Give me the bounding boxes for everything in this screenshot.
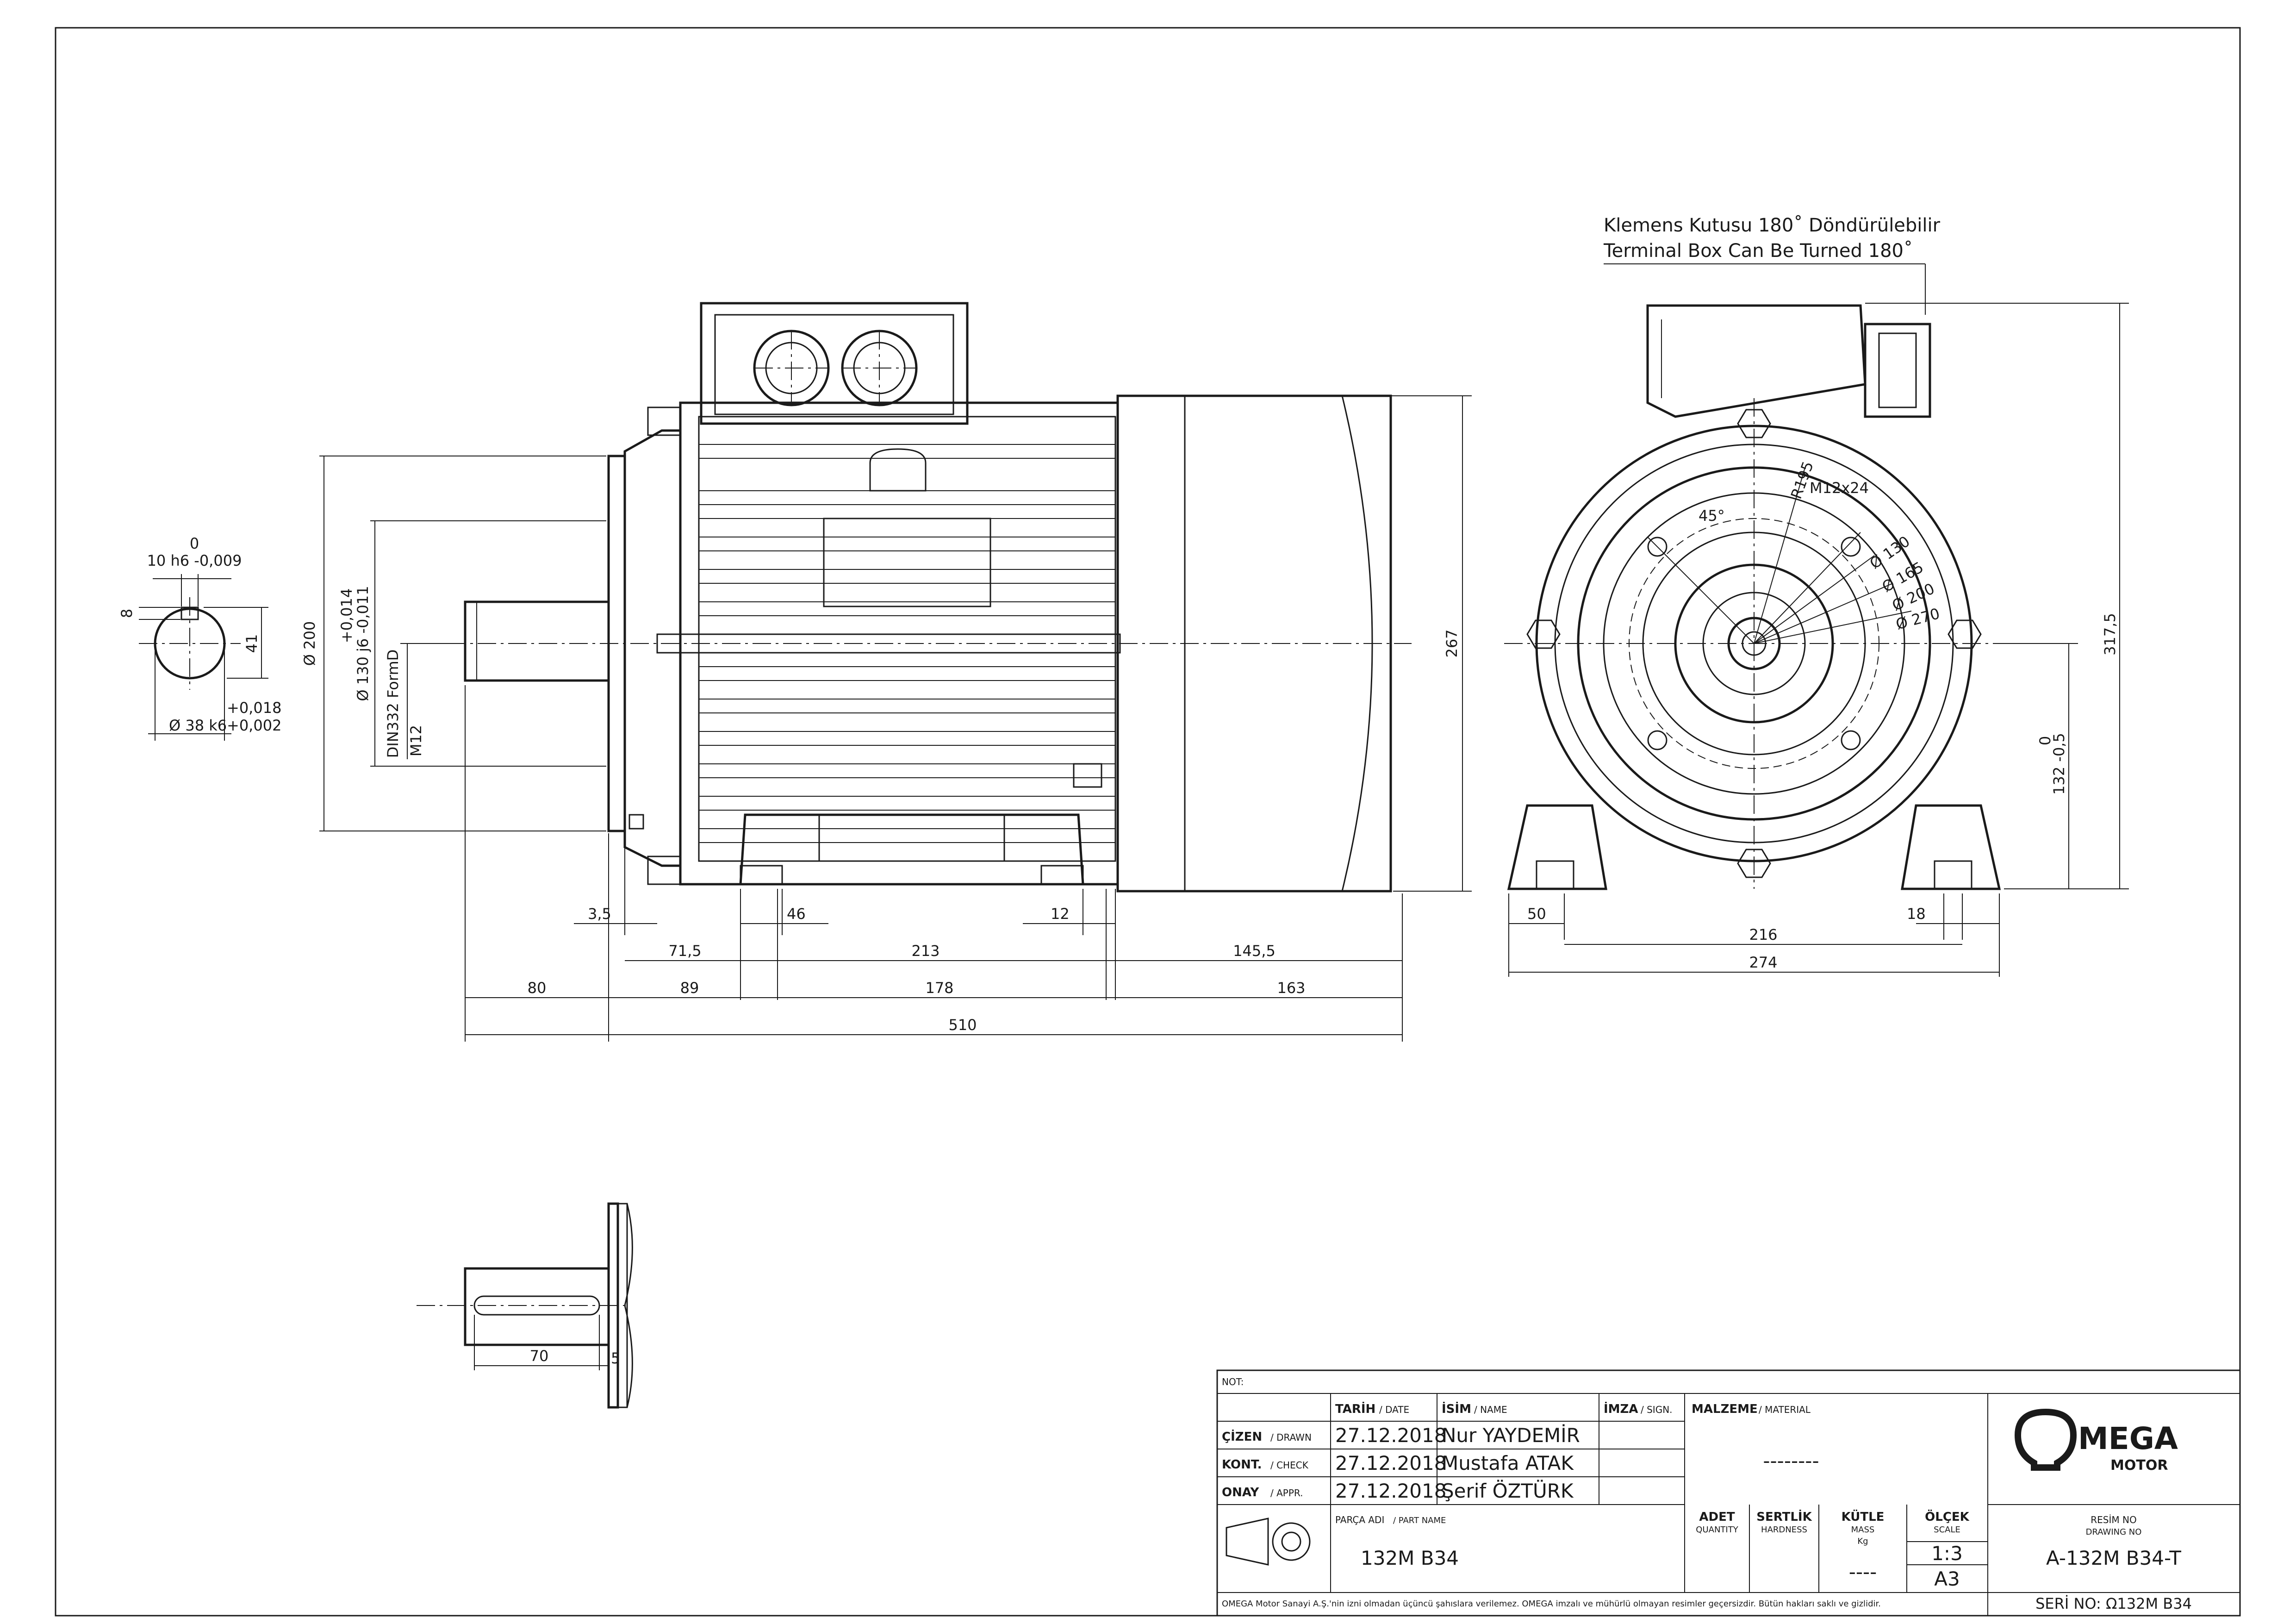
tb-kutle: KÜTLE: [1842, 1509, 1885, 1524]
tb-date-label: / DATE: [1379, 1404, 1409, 1415]
dim-key-tol: 0: [190, 535, 199, 552]
dim-spigot-tol: +0,014: [338, 588, 355, 643]
tb-seri-no: SERİ NO: Ω132M B34: [2035, 1595, 2192, 1612]
dim-510: 510: [948, 1016, 977, 1034]
tb-part-name-label: / PART NAME: [1393, 1516, 1446, 1525]
dim-din: DIN332 FormD: [384, 650, 402, 758]
tb-scale: SCALE: [1934, 1525, 1960, 1535]
shaft-section-view: 0 10 h6 -0,009 8 41 +0,018 Ø 38 k6 +0,00…: [118, 535, 281, 741]
tb-quantity: QUANTITY: [1696, 1525, 1738, 1535]
omega-logo: MEGA MOTOR: [2014, 1408, 2178, 1474]
dim-89: 89: [680, 979, 699, 997]
dim-50: 50: [1527, 905, 1546, 923]
tb-drawing-no: DRAWING NO: [2086, 1527, 2142, 1537]
dim-h-317: 317,5: [2101, 613, 2119, 656]
tb-onay: ONAY: [1222, 1486, 1259, 1499]
dim-shaft-dia: Ø 38 k6: [169, 717, 227, 734]
tb-adet: ADET: [1699, 1510, 1735, 1524]
tb-appr: / APPR.: [1270, 1487, 1303, 1499]
tb-hardness: HARDNESS: [1761, 1525, 1807, 1535]
tb-kg: Kg: [1857, 1537, 1868, 1546]
logo-main: MEGA: [2078, 1421, 2178, 1456]
note-line1: Klemens Kutusu 180˚ Döndürülebilir: [1604, 215, 1941, 236]
dim-18: 18: [1907, 905, 1926, 923]
dim-70: 70: [530, 1347, 549, 1365]
dim-flange-200: Ø 200: [301, 621, 318, 666]
dim-h-tol: 0: [2036, 736, 2054, 745]
tb-date2: 27.12.2018: [1335, 1452, 1446, 1474]
tb-check: / CHECK: [1270, 1460, 1309, 1471]
dim-216: 216: [1749, 926, 1777, 943]
dim-key-width: 10 h6 -0,009: [147, 552, 242, 569]
dim-m12x24: M12x24: [1810, 479, 1869, 497]
shaft-detail-view: 70 5: [417, 1202, 633, 1409]
tb-olcek: ÖLÇEK: [1925, 1509, 1970, 1524]
projection-symbol: [1226, 1518, 1311, 1566]
dim-key-height: 41: [243, 634, 261, 653]
dim-80: 80: [528, 979, 547, 997]
dim-178: 178: [925, 979, 953, 997]
tb-imza: İMZA: [1604, 1401, 1638, 1416]
dim-5: 5: [611, 1349, 620, 1367]
tb-tarih: TARİH: [1335, 1401, 1375, 1416]
tb-resim-no: RESİM NO: [2091, 1514, 2136, 1525]
dim-163: 163: [1277, 979, 1305, 997]
tb-material-value: --------: [1763, 1449, 1819, 1472]
dim-spigot: Ø 130 j6 -0,011: [354, 586, 372, 701]
tb-cizen: ÇİZEN: [1222, 1429, 1262, 1444]
tb-name2: Mustafa ATAK: [1442, 1452, 1574, 1474]
dim-71-5: 71,5: [668, 942, 701, 960]
tb-drawing-value: A-132M B34-T: [2046, 1547, 2181, 1569]
dim-46: 46: [787, 905, 806, 923]
tb-part-value: 132M B34: [1361, 1547, 1459, 1569]
tb-parca-adi: PARÇA ADI: [1335, 1514, 1384, 1525]
dim-3-5: 3,5: [588, 905, 611, 923]
tb-not: NOT:: [1222, 1376, 1244, 1387]
dim-shaft-tol-bot: +0,002: [227, 717, 281, 734]
motor-side-view: Ø 200 +0,014 Ø 130 j6 -0,011 DIN332 Form…: [301, 302, 1472, 1042]
tb-kont: KONT.: [1222, 1458, 1262, 1472]
tb-isim: İSİM: [1442, 1401, 1471, 1416]
dim-angle-45: 45°: [1699, 507, 1725, 525]
note-line2: Terminal Box Can Be Turned 180˚: [1603, 240, 1913, 262]
tb-sheet-size: A3: [1934, 1568, 1960, 1590]
dim-213: 213: [911, 942, 940, 960]
logo-sub: MOTOR: [2110, 1457, 2168, 1474]
tb-drawn: / DRAWN: [1270, 1432, 1312, 1443]
tb-name-label: / NAME: [1474, 1404, 1507, 1415]
tb-scale-value: 1:3: [1931, 1542, 1963, 1565]
dim-145-5: 145,5: [1233, 942, 1276, 960]
tb-footer: OMEGA Motor Sanayi A.Ş.'nin izni olmadan…: [1222, 1599, 1881, 1609]
dim-12: 12: [1051, 905, 1070, 923]
dim-274: 274: [1749, 954, 1777, 971]
dim-height-267: 267: [1443, 629, 1461, 657]
tb-material-label: / MATERIAL: [1759, 1404, 1811, 1415]
tb-mass: MASS: [1851, 1525, 1875, 1535]
tb-date3: 27.12.2018: [1335, 1480, 1446, 1502]
tb-name3: Şerif ÖZTÜRK: [1442, 1479, 1574, 1502]
tb-sertlik: SERTLİK: [1756, 1509, 1812, 1524]
tb-mass-value: ----: [1849, 1561, 1877, 1583]
title-block: NOT: TARİH / DATE İSİM / NAME İMZA / SIG…: [1216, 1369, 2241, 1617]
dim-m12: M12: [407, 725, 425, 756]
tb-sign-label: / SIGN.: [1641, 1404, 1673, 1415]
motor-front-view: Klemens Kutusu 180˚ Döndürülebilir Termi…: [1504, 215, 2129, 977]
tb-date1: 27.12.2018: [1335, 1424, 1446, 1447]
sheet-border: [55, 27, 2241, 1617]
tb-malzeme: MALZEME: [1692, 1402, 1758, 1416]
tb-name1: Nur YAYDEMİR: [1442, 1424, 1580, 1447]
dim-shaft-tol-top: +0,018: [227, 699, 281, 717]
dim-key-depth: 8: [118, 609, 136, 618]
dim-h-132: 132 -0,5: [2050, 733, 2068, 795]
